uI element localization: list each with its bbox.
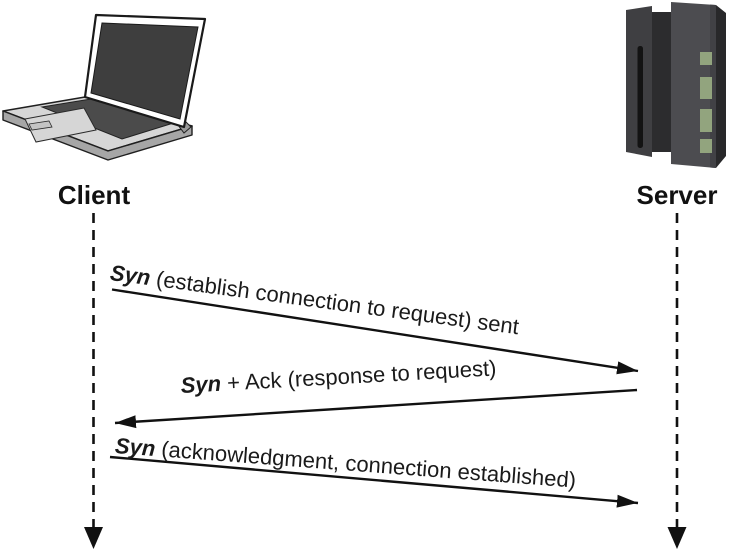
laptop-front-edge — [2, 110, 193, 161]
laptop-trackpad — [24, 107, 97, 143]
message-1-keyword: Syn — [108, 260, 153, 291]
server-icon — [626, 2, 726, 168]
laptop-trackpad-button — [28, 120, 53, 131]
server-led-1 — [700, 52, 712, 65]
message-3-keyword: Syn — [114, 433, 157, 461]
message-arrow-2 — [114, 388, 638, 429]
server-led-2 — [700, 77, 712, 99]
message-2-keyword: Syn — [180, 370, 222, 398]
server-led-4 — [700, 139, 712, 153]
server-lifeline-arrowhead — [667, 527, 687, 549]
laptop-screen — [90, 22, 199, 120]
actor-label-server: Server — [636, 180, 718, 210]
server-vent-slot — [637, 46, 643, 148]
message-arrow-1 — [111, 288, 639, 375]
server-side-face — [716, 5, 726, 168]
laptop-icon — [2, 13, 207, 161]
server-led-3 — [700, 109, 712, 132]
message-arrow-3 — [109, 455, 639, 508]
actor-label-client: Client — [57, 180, 131, 210]
client-lifeline-arrowhead — [84, 527, 103, 549]
